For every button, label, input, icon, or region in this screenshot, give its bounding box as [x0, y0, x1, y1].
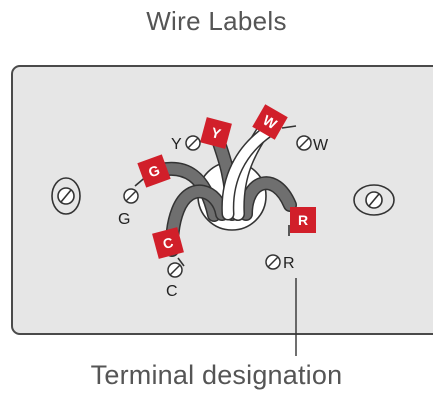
callout-caption: Terminal designation [0, 360, 433, 391]
terminal-label-c: C [166, 283, 178, 300]
terminal-label-r: R [283, 255, 295, 272]
terminal-screw-g [124, 189, 138, 203]
terminal-screw-r [266, 255, 280, 269]
terminal-label-g: G [118, 211, 130, 228]
wire-tag-r: R [290, 207, 316, 233]
svg-text:R: R [298, 212, 308, 228]
terminal-label-y: Y [171, 136, 182, 153]
terminal-label-w: W [313, 137, 329, 154]
terminal-screw-y [186, 136, 200, 150]
terminal-screw-w [297, 136, 311, 150]
terminal-screw-c [168, 263, 182, 277]
